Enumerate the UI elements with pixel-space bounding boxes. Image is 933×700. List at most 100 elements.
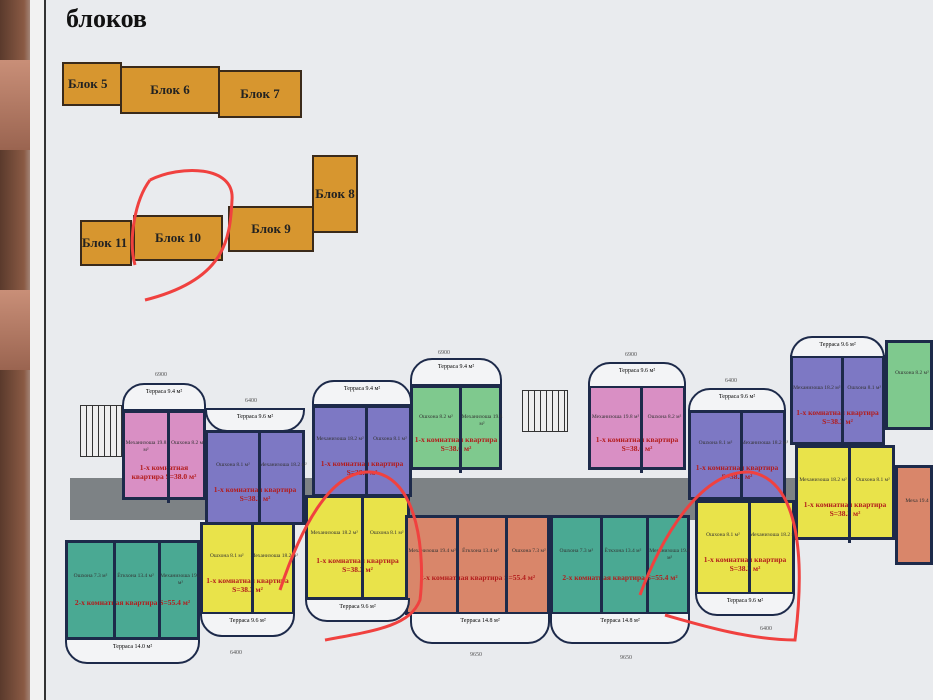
room-label: Механизоша 18.2 м² — [793, 385, 841, 391]
room-label: Механизоша 19.4 м² — [649, 548, 691, 561]
apartment-name: 1-х комнатная квартира S=38.3 м² — [796, 407, 879, 426]
block-11: Блок 11 — [80, 220, 132, 266]
room-label: Ошхона 8.1 м² — [373, 435, 407, 442]
apartment-unit: 1-х комнатная квартира S=38.3 м² Ошхона 8… — [205, 430, 307, 528]
block-7: Блок 7 — [218, 70, 302, 118]
room-label: Механизоша 19.4 м² — [408, 548, 456, 554]
apartment-name: 2-х комнатная квартира S=55.4 м² — [419, 573, 536, 582]
page-title: блоков — [66, 4, 147, 33]
red-circle-block-10 — [130, 169, 234, 302]
room-label: Ошхона 8.1 м² — [698, 440, 733, 446]
room-label: Ошхона 8.2 м² — [419, 413, 453, 420]
dimension-label: 6400 — [760, 626, 772, 632]
wall — [113, 543, 116, 643]
apartment-unit: 1-х комнатная квартира S=38.3 м² Ошхона 8… — [695, 500, 797, 598]
terrace: Терраса 14.8 м² — [410, 612, 550, 644]
wall — [459, 388, 462, 473]
room-label: Ошхона 8.1 м² — [369, 529, 404, 536]
apartment-name: 1-х комнатная квартира S=38.3 м² — [703, 555, 787, 574]
apartment-unit: 2-х комнатная квартира S=55.4 м² Ошхона 7… — [550, 515, 691, 618]
room-label: Механизоша 19.8 м² — [461, 413, 503, 427]
wall — [848, 448, 851, 543]
room-label: Механизоша 18.2 м² — [799, 476, 847, 483]
wall — [504, 518, 508, 618]
apartment-unit: Ошхона 8.2 м² — [885, 340, 933, 430]
room-label: Меха 19.4 — [905, 498, 929, 504]
wall — [748, 503, 751, 598]
dimension-label: 6900 — [438, 350, 450, 356]
apartment-name: 1-х комнатная квартира S=38.3 м² — [206, 576, 289, 595]
room-label: Механизоша 18.2 м² — [310, 529, 358, 536]
apartment-name: 1-х комнатная квартира S=38.0 м² — [131, 462, 197, 481]
apartment-unit: 2-х комнатная квартира S=55.4 м² Механизо… — [405, 515, 550, 618]
room-label: Ошхона 8.2 м² — [171, 440, 205, 446]
terrace: Терраса 14.0 м² — [65, 638, 200, 664]
stairs — [80, 405, 122, 457]
apartment-name: 1-х комнатная квартира S=38.3 м² — [695, 462, 779, 481]
terrace: Терраса 9.4 м² — [312, 380, 412, 406]
block-6: Блок 6 — [120, 66, 220, 114]
apartment-name: 1-х комнатная квартира S=38.3 м² — [213, 485, 297, 504]
terrace: Терраса 9.6 м² — [588, 362, 686, 388]
apartment-name: 2-х комнатная квартира S=55.4 м² — [562, 573, 678, 582]
room-label: Ошхона 8.1 м² — [706, 531, 740, 538]
apartment-name: 1-х комнатная квартира S=38.0 м² — [414, 434, 498, 453]
apartment-unit: 2-х комнатная квартира S=55.4 м² Ошхона 7… — [65, 540, 201, 643]
room-label: Ёткхона 13.4 м² — [462, 548, 499, 554]
apartment-unit: Меха 19.4 — [895, 465, 933, 565]
room-label: Механизоша 18.2 м² — [259, 461, 307, 468]
wall — [646, 518, 650, 618]
room-label: Механизоша 18.2 м² — [740, 440, 789, 446]
room-label: Механизоша 19.4 м² — [160, 573, 201, 586]
dimension-label: 6400 — [725, 378, 737, 384]
apartment-name: 2-х комнатная квартира S=55.4 м² — [74, 598, 191, 607]
room-label: Механизоша 18.2 м² — [316, 435, 364, 442]
stairs — [522, 390, 568, 432]
wall — [740, 413, 743, 503]
dimension-label: 6400 — [245, 398, 257, 404]
wall — [456, 518, 460, 618]
room-label: Ошхона 7.3 м² — [73, 573, 108, 579]
wall — [360, 498, 364, 603]
block-5: Блок 5 — [62, 62, 122, 106]
dimension-label: 9650 — [470, 652, 482, 658]
wall — [599, 518, 603, 618]
wall — [167, 413, 170, 503]
wall — [158, 543, 161, 643]
apartment-name: 1-х комнатная квартира S=38.3 м² — [803, 500, 887, 519]
apartment-unit: 1-х комнатная квартира S=38.0 м² Механизо… — [588, 385, 686, 473]
room-label: Ошхона 8.1 м² — [216, 461, 250, 468]
wall — [365, 408, 368, 500]
room-label: Ошхона 8.1 м² — [856, 476, 890, 483]
room-label: Ошхона 7.3 м² — [512, 548, 546, 554]
wall — [640, 388, 643, 473]
room-label: Механизоша 19.8 м² — [591, 413, 640, 420]
apartment-name: 1-х комнатная квартира S=38.0 м² — [595, 434, 679, 453]
dimension-label: 6900 — [155, 372, 167, 378]
block-8: Блок 8 — [312, 155, 358, 233]
room-label: Механизоша 19.8 м² — [125, 440, 167, 453]
room-label: Механизоша 18.2 м² — [250, 552, 298, 559]
room-label: Ошхона 8.2 м² — [647, 413, 682, 420]
dimension-label: 9650 — [620, 655, 632, 661]
room-label: Ошхона 8.1 м² — [847, 385, 882, 391]
room-label: Ошхона 8.2 м² — [895, 370, 929, 376]
red-circle-apartment-left — [278, 470, 423, 642]
wall — [258, 433, 261, 528]
room-label: Механизоша 18.2 м² — [749, 531, 797, 538]
apartment-unit: 1-х комнатная квартира S=38.0 м² Ошхона 8… — [410, 385, 503, 473]
terrace: Терраса 14.8 м² — [550, 612, 690, 644]
wall — [840, 358, 844, 448]
terrace: Терраса 9.6 м² — [200, 612, 295, 637]
terrace: Терраса 9.6 м² — [688, 388, 786, 412]
apartment-unit: 1-х комнатная квартира S=38.3 м² Механизо… — [795, 445, 895, 543]
apartment-unit: 1-х комнатная квартира S=38.0 м² Механизо… — [122, 410, 206, 503]
wall — [250, 525, 254, 618]
apartment-unit: 1-х комнатная квартира S=38.3 м² Ошхона 8… — [688, 410, 789, 503]
room-label: Ёткхона 13.4 м² — [117, 573, 154, 579]
room-label: Ёткхона 13.4 м² — [604, 548, 642, 554]
room-label: Ошхона 7.3 м² — [559, 548, 594, 554]
